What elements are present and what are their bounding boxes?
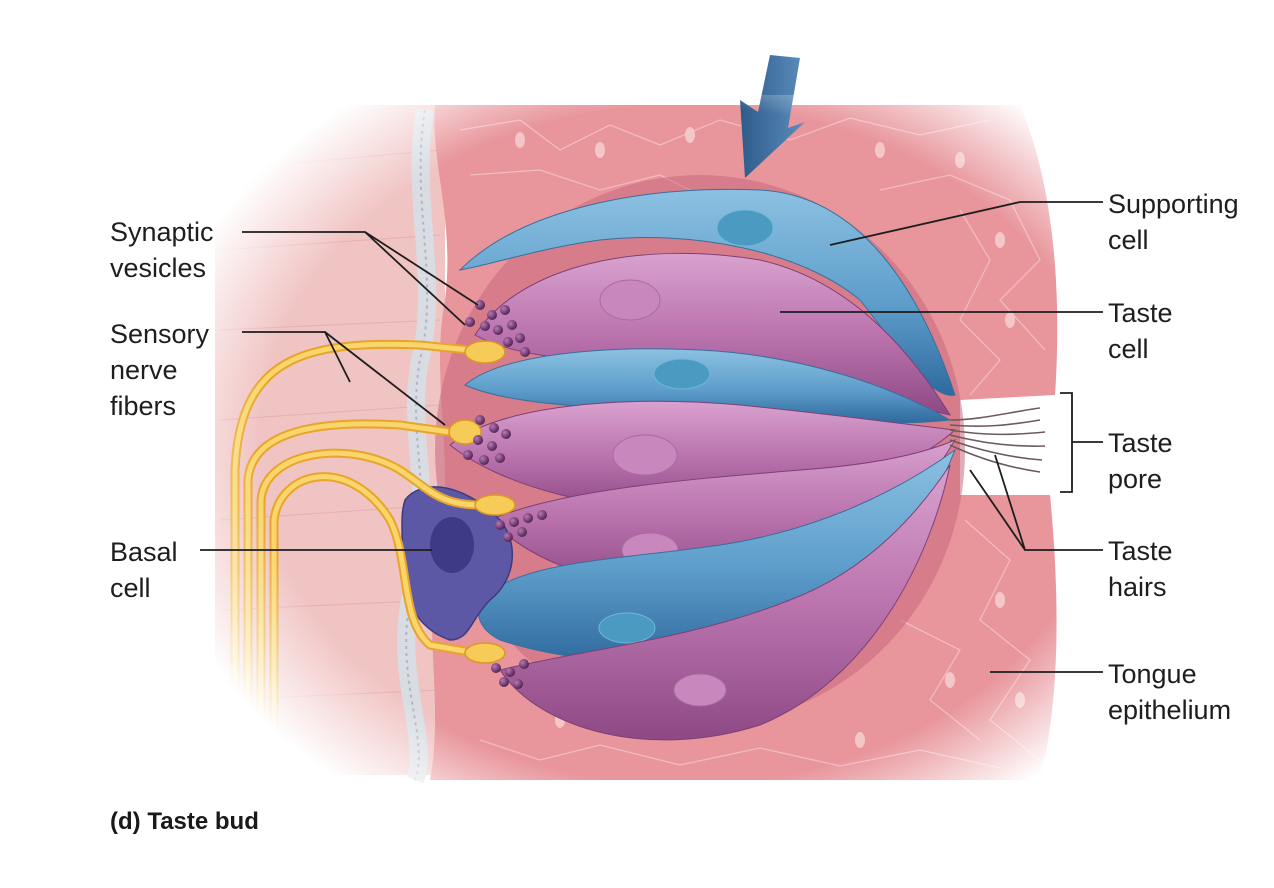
figure-caption: (d) Taste bud <box>110 808 259 836</box>
label-sensory-nerve-fibers: Sensory nerve fibers <box>110 316 209 424</box>
label-synaptic-vesicles: Synaptic vesicles <box>110 214 214 286</box>
edge-fade <box>200 95 1080 795</box>
label-taste-pore: Taste pore <box>1108 425 1173 497</box>
label-tongue-epithelium: Tongue epithelium <box>1108 656 1231 728</box>
label-taste-cell: Taste cell <box>1108 295 1173 367</box>
label-taste-hairs: Taste hairs <box>1108 533 1173 605</box>
label-basal-cell: Basal cell <box>110 534 178 606</box>
label-supporting-cell: Supporting cell <box>1108 186 1239 258</box>
